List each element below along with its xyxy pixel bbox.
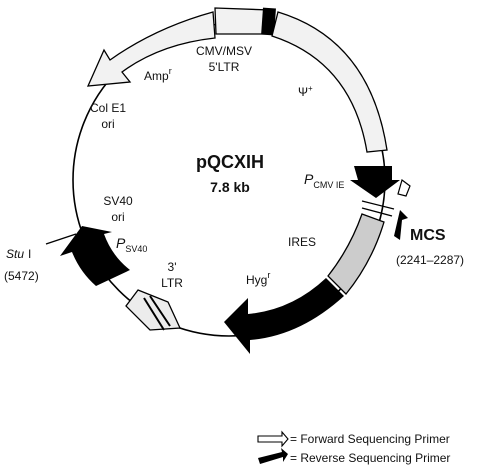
cmv-msv-label: CMV/MSV bbox=[196, 44, 252, 58]
stu-site-position: (5472) bbox=[4, 269, 39, 283]
mcs-label: MCS bbox=[410, 227, 446, 244]
ltr5-band bbox=[261, 7, 276, 36]
forward-primer-marker bbox=[397, 178, 411, 197]
amp-resistance-arrow bbox=[86, 11, 216, 87]
sv40-ori-label-line2: ori bbox=[111, 210, 124, 224]
cole1-label-line2: ori bbox=[101, 117, 114, 131]
cmv-promoter-arrow bbox=[350, 166, 400, 198]
mcs-line bbox=[361, 207, 393, 217]
plasmid-name: pQCXIH bbox=[196, 152, 264, 172]
ltr3-label-line1: 3' bbox=[168, 260, 177, 274]
amp-label: Ampr bbox=[144, 66, 172, 83]
cole1-label-line1: Col E1 bbox=[90, 101, 126, 115]
mcs-line-2 bbox=[361, 200, 395, 210]
psi-label: Ψ+ bbox=[298, 84, 313, 99]
ltr3-cross-b bbox=[149, 295, 171, 327]
stu-site-line bbox=[45, 233, 77, 245]
legend-reverse-text: = Reverse Sequencing Primer bbox=[290, 451, 450, 465]
ltr5-label: 5'LTR bbox=[209, 60, 240, 74]
reverse-primer-marker bbox=[394, 210, 408, 240]
ltr3-label-line2: LTR bbox=[161, 276, 183, 290]
hyg-label: Hygr bbox=[246, 270, 270, 287]
ires-region bbox=[327, 213, 385, 295]
plasmid-size: 7.8 kb bbox=[210, 179, 250, 195]
sv40-ori-label-line1: SV40 bbox=[103, 194, 133, 208]
legend-forward-icon bbox=[257, 430, 289, 448]
ltr3-box bbox=[125, 289, 181, 331]
hyg-resistance-arrow bbox=[224, 278, 344, 354]
sv40-promoter-arrow bbox=[60, 226, 130, 286]
legend-reverse-icon bbox=[258, 448, 288, 464]
mcs-range: (2241–2287) bbox=[396, 253, 464, 267]
ltr3-cross-a bbox=[143, 297, 165, 331]
psi-region bbox=[271, 11, 388, 153]
p-sv40-label: PSV40 bbox=[116, 235, 147, 254]
ires-label: IRES bbox=[288, 235, 316, 249]
p-cmv-label: PCMV IE bbox=[304, 171, 344, 190]
legend-forward-text: = Forward Sequencing Primer bbox=[290, 432, 450, 446]
